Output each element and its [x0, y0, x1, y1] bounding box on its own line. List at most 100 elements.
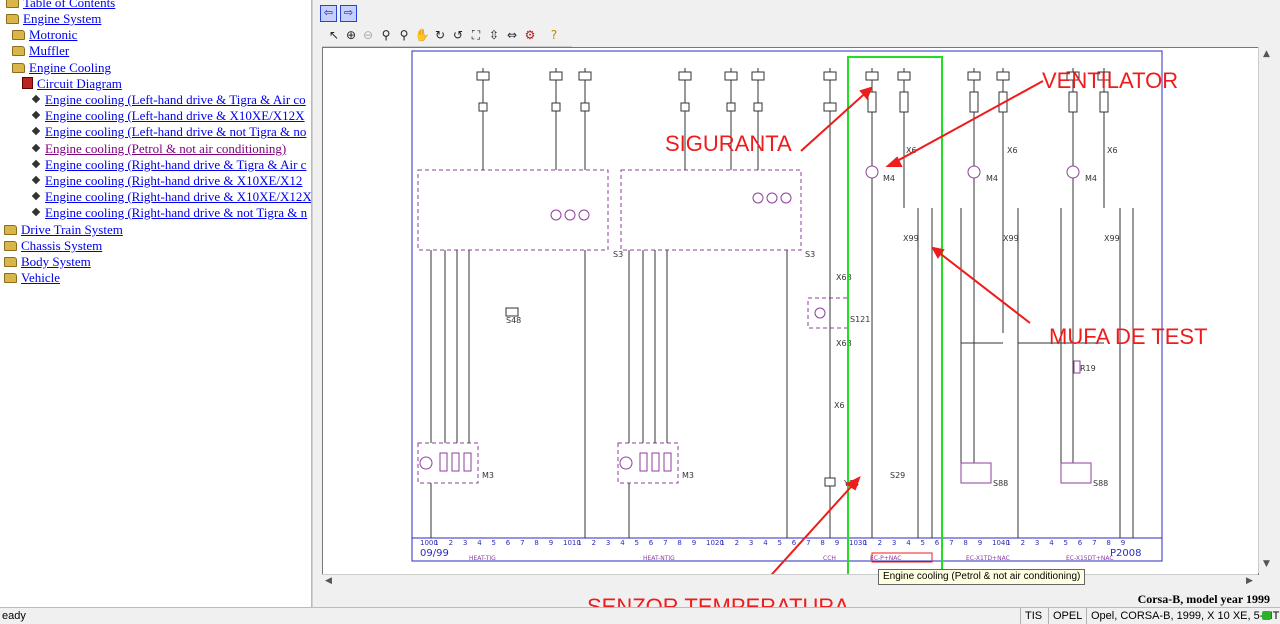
scale-number: 6: [792, 539, 797, 547]
zoom-in-icon[interactable]: ⊕: [345, 28, 357, 42]
tree-item-diagram-7[interactable]: Engine cooling (Right-hand drive & X10XE…: [31, 189, 311, 205]
tree-item-diagram-selected[interactable]: Engine cooling (Petrol & not air conditi…: [31, 141, 286, 157]
tree-item-engine-cooling[interactable]: Engine Cooling: [12, 60, 111, 76]
label-s121: S121: [850, 315, 870, 324]
tree-item-engine-system[interactable]: Engine System: [6, 11, 101, 27]
scale-number: 7: [663, 539, 667, 547]
label-x6-d: X6: [834, 401, 845, 410]
tree-item-diagram-1[interactable]: Engine cooling (Left-hand drive & Tigra …: [31, 92, 306, 108]
folder-icon: [6, 0, 19, 8]
diagram-frame: [411, 50, 1163, 562]
label-x99-b: X99: [1003, 234, 1019, 243]
scale-number: 5: [492, 539, 496, 547]
tree-item-table-of-contents[interactable]: Table of Contents: [6, 0, 115, 11]
diamond-bullet-icon: [31, 207, 41, 217]
vertical-scrollbar[interactable]: ▲ ▼: [1258, 47, 1275, 573]
horizontal-scrollbar[interactable]: ◀ ▶: [322, 574, 1258, 589]
zoom-icon[interactable]: ⚲: [381, 28, 391, 42]
scale-number: 1: [434, 539, 438, 547]
book-icon: [22, 77, 33, 89]
motor-box-mid: [617, 442, 679, 484]
tree-item-muffler[interactable]: Muffler: [12, 43, 69, 59]
scale-number: 1: [720, 539, 724, 547]
scale-number: 5: [1064, 539, 1068, 547]
label-m3-left: M3: [482, 471, 494, 480]
rotate-cw-icon[interactable]: ↻: [434, 28, 446, 42]
rotate-ccw-icon[interactable]: ↺: [452, 28, 464, 42]
label-s29: S29: [890, 471, 905, 480]
scale-number: 6: [506, 539, 511, 547]
scale-number: 1: [1006, 539, 1010, 547]
zoom-area-icon[interactable]: ⚲: [399, 28, 409, 42]
label-s3-left: S3: [613, 250, 623, 259]
scale-number: 3: [892, 539, 896, 547]
forward-button[interactable]: ⇨: [340, 5, 357, 22]
back-button[interactable]: ⇦: [320, 5, 337, 22]
label-x6-a: X6: [906, 146, 917, 155]
fit-width-icon[interactable]: ⇔: [506, 28, 518, 42]
diamond-bullet-icon: [31, 143, 41, 153]
diamond-bullet-icon: [31, 126, 41, 136]
scale-number: 4: [906, 539, 911, 547]
label-m4-b: M4: [986, 174, 998, 183]
label-s88-b: S88: [1093, 479, 1108, 488]
label-s3-mid: S3: [805, 250, 815, 259]
relay-box-left: [417, 169, 609, 251]
tree-item-body[interactable]: Body System: [4, 254, 91, 270]
folder-open-icon: [12, 63, 25, 73]
label-x99-c: X99: [1104, 234, 1120, 243]
scale-number: 2: [735, 539, 739, 547]
tree-item-vehicle[interactable]: Vehicle: [4, 270, 60, 286]
label-s88-a: S88: [993, 479, 1008, 488]
section-label: EC-X15DT+NAC: [1066, 555, 1114, 562]
label-s48: S48: [506, 316, 521, 325]
settings-icon[interactable]: ⚙: [524, 28, 536, 42]
connection-status-icon: [1262, 611, 1271, 620]
selected-section-box: [871, 552, 933, 563]
tree-item-diagram-2[interactable]: Engine cooling (Left-hand drive & X10XE/…: [31, 108, 305, 124]
scale-number: 3: [1035, 539, 1039, 547]
scale-number: 8: [1106, 539, 1110, 547]
folder-icon: [12, 46, 25, 56]
scale-number: 3: [606, 539, 610, 547]
arrow-ventilator: [887, 80, 1044, 167]
scroll-up-icon: ▲: [1263, 49, 1270, 59]
tree-item-diagram-8[interactable]: Engine cooling (Right-hand drive & not T…: [31, 205, 307, 221]
forward-arrow-icon: ⇨: [343, 6, 354, 19]
tree-item-diagram-3[interactable]: Engine cooling (Left-hand drive & not Ti…: [31, 124, 306, 140]
arrow-mufa: [932, 247, 1031, 324]
select-icon[interactable]: ↖: [328, 28, 340, 42]
scale-number: 7: [806, 539, 810, 547]
tree-item-diagram-6[interactable]: Engine cooling (Right-hand drive & X10XE…: [31, 173, 302, 189]
scroll-left-icon: ◀: [325, 576, 332, 586]
scale-number: 6: [649, 539, 654, 547]
scale-number: 2: [592, 539, 596, 547]
navigation-tree: Table of Contents Engine System Motronic…: [0, 0, 312, 607]
tree-item-drive-train[interactable]: Drive Train System: [4, 222, 123, 238]
status-text: eady: [2, 610, 26, 622]
scale-number: 8: [534, 539, 538, 547]
status-brand: OPEL: [1048, 608, 1087, 624]
tree-item-motronic[interactable]: Motronic: [12, 27, 77, 43]
diamond-bullet-icon: [31, 94, 41, 104]
pan-hand-icon[interactable]: ✋: [414, 28, 430, 42]
scale-number: 4: [477, 539, 482, 547]
tree-item-diagram-5[interactable]: Engine cooling (Right-hand drive & Tigra…: [31, 157, 306, 173]
zoom-out-icon[interactable]: ⊖: [362, 28, 374, 42]
tree-item-chassis[interactable]: Chassis System: [4, 238, 102, 254]
diamond-bullet-icon: [31, 110, 41, 120]
diagram-canvas[interactable]: S3 S3 M3 M3 M4 M4 M4 S121 X68 X68 X99 X9…: [322, 47, 1259, 575]
fit-page-icon[interactable]: ⛶: [471, 28, 481, 42]
label-x6-b: X6: [1007, 146, 1018, 155]
fit-height-icon[interactable]: ⇳: [488, 28, 500, 42]
tree-item-circuit-diagram[interactable]: Circuit Diagram: [22, 76, 122, 92]
help-icon[interactable]: ?: [550, 28, 558, 42]
section-label: HEAT-NTIG: [643, 555, 675, 562]
vehicle-caption: Corsa-B, model year 1999: [1137, 592, 1270, 606]
back-arrow-icon: ⇦: [323, 6, 334, 19]
annotation-ventilator: VENTILATOR: [1042, 68, 1179, 93]
viewer-toolbar: ↖ ⊕ ⊖ ⚲ ⚲ ✋ ↻ ↺ ⛶ ⇳ ⇔ ⚙ ?: [322, 27, 572, 47]
scale-number: 4: [1049, 539, 1054, 547]
diagram-revision: 09/99: [420, 548, 449, 559]
